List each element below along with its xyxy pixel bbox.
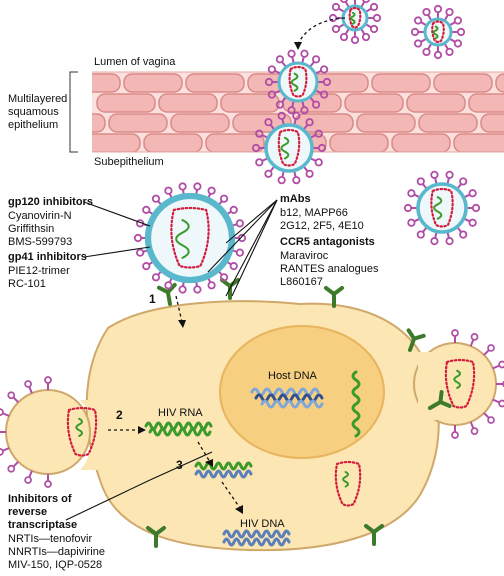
ccr5-receptor xyxy=(324,286,344,308)
envelope-spike xyxy=(487,344,495,352)
hiv-virion xyxy=(410,4,466,60)
integrated-viral-rna xyxy=(351,370,361,438)
subepithelium-label: Subepithelium xyxy=(94,156,164,168)
gp120-title: gp120 inhibitors xyxy=(8,196,93,208)
host-dna-label: Host DNA xyxy=(268,370,317,382)
viral-capsid xyxy=(444,358,476,409)
ccr5-item: Maraviroc xyxy=(280,250,329,262)
gp120-item: Griffithsin xyxy=(8,223,55,235)
hiv-virion xyxy=(328,0,382,45)
envelope-spike xyxy=(502,380,504,388)
gp41-item: PIE12-trimer xyxy=(8,265,70,277)
ccr5-receptor xyxy=(156,282,177,306)
envelope-spike xyxy=(24,476,32,484)
envelope-spike xyxy=(7,391,16,400)
step-2: 2 xyxy=(116,408,123,422)
ccr5-receptor xyxy=(146,526,166,548)
rt-item: NNRTIs—dapivirine xyxy=(8,546,105,558)
envelope-spike xyxy=(0,408,4,416)
mabs-item: 2G12, 2F5, 4E10 xyxy=(280,220,364,232)
nucleus xyxy=(219,325,385,459)
envelope-spike xyxy=(0,448,4,456)
arrow-heads xyxy=(138,42,302,514)
rt-item: MIV-150, IQP-0528 xyxy=(8,559,103,571)
mabs-title: mAbs xyxy=(280,193,311,205)
epithelium-label-line2: squamous xyxy=(8,106,59,118)
rt-title-line: reverse xyxy=(8,506,48,518)
envelope-spike xyxy=(44,480,52,488)
ccr5-title: CCR5 antagonists xyxy=(280,236,375,248)
hiv-dna-label: HIV DNA xyxy=(240,518,285,530)
envelope-spike xyxy=(7,464,16,473)
rt-item: NRTIs—tenofovir xyxy=(8,533,93,545)
hiv-dna-strand xyxy=(222,529,291,539)
envelope-spike xyxy=(498,360,504,369)
ccr5-receptor xyxy=(364,524,384,546)
gp41-title: gp41 inhibitors xyxy=(8,251,87,263)
ccr5-item: RANTES analogues xyxy=(280,263,379,275)
step-3: 3 xyxy=(176,458,183,472)
envelope-spike xyxy=(451,431,459,439)
hiv-rna-strand xyxy=(148,427,212,437)
envelope-spike xyxy=(487,416,495,424)
ccr5-item: L860167 xyxy=(280,276,323,288)
process-arrows xyxy=(108,17,346,509)
step-1: 1 xyxy=(149,292,156,306)
envelope-spike xyxy=(498,399,504,408)
viral-capsid xyxy=(66,406,98,457)
envelope-spike xyxy=(44,376,52,384)
gp120-item: BMS-599793 xyxy=(8,236,73,248)
ccr5-receptor xyxy=(406,328,426,352)
viral-capsid xyxy=(334,460,362,507)
epithelium-bracket xyxy=(69,71,78,153)
hiv-rna-label: HIV RNA xyxy=(158,407,203,419)
mabs-item: b12, MAPP66 xyxy=(280,207,348,219)
ccr5-receptor xyxy=(428,390,452,410)
hiv-virion xyxy=(251,111,327,185)
hiv-virion xyxy=(264,49,332,115)
epithelium-label-line1: Multilayered xyxy=(8,93,68,105)
hiv-virion xyxy=(403,170,481,246)
envelope-spike xyxy=(24,380,32,388)
rt-title-line: Inhibitors of xyxy=(8,493,72,505)
epithelium-label-line3: epithelium xyxy=(8,119,59,131)
rt-title-line: transcriptase xyxy=(8,519,78,531)
envelope-spike xyxy=(470,333,479,341)
envelope-spike xyxy=(470,427,479,435)
pointer-lines xyxy=(65,199,278,521)
gp120-item: Cyanovirin-N xyxy=(8,210,72,222)
rna-dna-hybrid-strand xyxy=(194,461,253,471)
hiv-dna-strand xyxy=(222,537,291,547)
rna-dna-hybrid-strand xyxy=(194,469,253,479)
hiv-rna-strand xyxy=(144,421,213,431)
hiv-virion-large xyxy=(133,182,247,294)
lumen-label: Lumen of vagina xyxy=(94,56,176,68)
host-dna-strand xyxy=(260,399,324,409)
gp41-item: RC-101 xyxy=(8,278,46,290)
envelope-spike xyxy=(451,329,459,337)
